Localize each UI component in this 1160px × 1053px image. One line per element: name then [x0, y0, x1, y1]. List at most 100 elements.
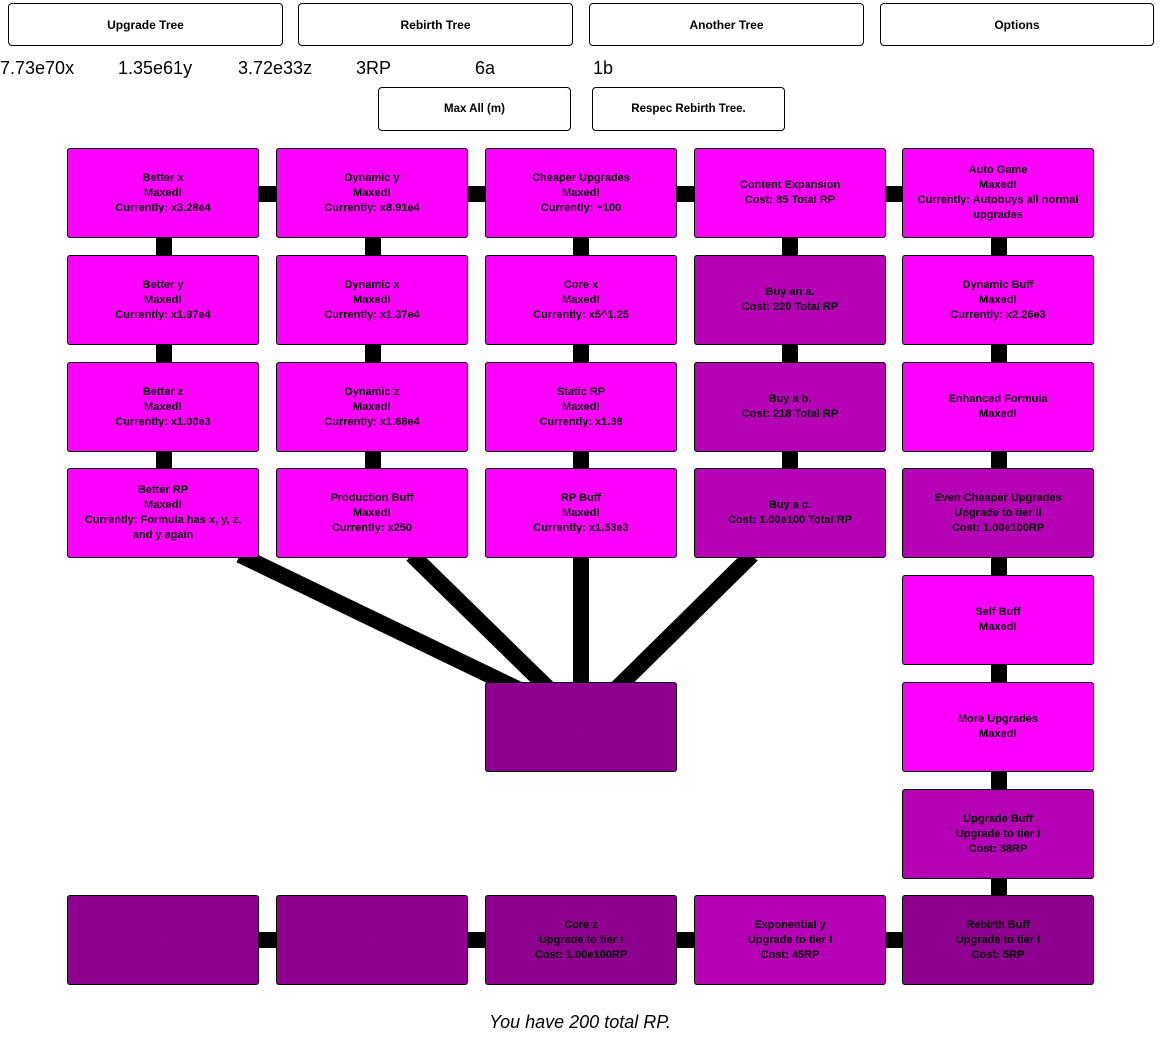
node-title: .	[579, 720, 583, 733]
node-better-x[interactable]: Better x Maxed! Currently: x3.28e4	[67, 148, 259, 238]
node-title: Better x	[142, 171, 184, 184]
node-core-z[interactable]: Core z Upgrade to tier I Cost: 1.00e100R…	[485, 895, 677, 985]
node-title: Rebirth Buff	[966, 918, 1030, 931]
node-info: Currently: x1.37e4	[324, 308, 420, 321]
node-title: Buy an a.	[765, 286, 815, 298]
node-info: Currently: x2.26e3	[950, 308, 1046, 321]
max-all-button[interactable]: Max All (m)	[378, 87, 571, 131]
node-more-upgrades[interactable]: More Upgrades Maxed!	[902, 682, 1094, 772]
tab-another-tree[interactable]: Another Tree	[589, 3, 864, 46]
node-dynamic-buff[interactable]: Dynamic Buff Maxed! Currently: x2.26e3	[902, 255, 1094, 345]
node-info: Currently: x8.91e4	[324, 201, 420, 214]
node-upgrade-buff[interactable]: Upgrade Buff Upgrade to tier I Cost: 38R…	[902, 789, 1094, 879]
stat-rp: 3RP	[356, 58, 392, 78]
node-status: Maxed!	[562, 186, 600, 199]
node-rebirth-buff[interactable]: Rebirth Buff Upgrade to tier I Cost: 5RP	[902, 895, 1094, 985]
stat-z: 3.72e33z	[238, 58, 313, 78]
node-status: Upgrade to tier I	[955, 933, 1041, 946]
node-title: Dynamic Buff	[962, 278, 1034, 291]
node-title: Even Cheaper Upgrades	[934, 491, 1062, 504]
node-buy-c[interactable]: Buy a c. Cost: 1.00e100 Total RP	[694, 468, 886, 558]
node-dynamic-x[interactable]: Dynamic x Maxed! Currently: x1.37e4	[276, 255, 468, 345]
node-dynamic-y[interactable]: Dynamic y Maxed! Currently: x8.91e4	[276, 148, 468, 238]
tab-options[interactable]: Options	[880, 3, 1154, 46]
node-exponential-y[interactable]: Exponential y Upgrade to tier I Cost: 45…	[694, 895, 886, 985]
node-status: Upgrade to tier II	[954, 506, 1042, 519]
node-better-rp[interactable]: Better RP Maxed! Currently: Formula has …	[67, 468, 259, 558]
node-buy-b[interactable]: Buy a b. Cost: 218 Total RP	[694, 362, 886, 452]
node-info: Cost: 45RP	[760, 948, 820, 961]
node-title: Upgrade Buff	[963, 812, 1033, 825]
node-info: Cost: 38RP	[968, 842, 1028, 855]
node-info: Currently: x1.38	[539, 415, 623, 428]
node-status: Maxed!	[144, 186, 182, 199]
node-status: Cost: 218 Total RP	[741, 408, 839, 420]
node-info: Currently: x1.68e4	[324, 415, 420, 428]
node-status: Upgrade to tier I	[955, 827, 1041, 840]
node-title: Better RP	[137, 484, 189, 496]
connector	[236, 547, 524, 698]
node-status: Cost: 1.00e100 Total RP	[728, 514, 852, 526]
node-info: Cost: 1.00e100RP	[534, 948, 628, 961]
node-info: Currently: x1.97e4	[115, 308, 211, 321]
node-status: Maxed!	[144, 293, 182, 306]
connector	[609, 549, 758, 696]
node-rp-buff[interactable]: RP Buff Maxed! Currently: x1.53e3	[485, 468, 677, 558]
connector	[406, 549, 556, 696]
respec-rebirth-tree-button[interactable]: Respec Rebirth Tree.	[592, 87, 785, 131]
node-info: Currently: x3.28e4	[115, 201, 211, 214]
node-self-buff[interactable]: Self Buff Maxed!	[902, 575, 1094, 665]
node-status: Maxed!	[979, 179, 1017, 191]
node-title: Buy a c.	[768, 499, 812, 511]
node-locked-center[interactable]: .	[485, 682, 677, 772]
node-title: .	[161, 933, 165, 946]
node-info: Currently: x1.53e3	[533, 521, 629, 534]
node-info: Cost: 5RP	[971, 948, 1025, 961]
node-static-rp[interactable]: Static RP Maxed! Currently: x1.38	[485, 362, 677, 452]
node-auto-game[interactable]: Auto Game Maxed! Currently: Autobuys all…	[902, 148, 1094, 238]
node-even-cheaper-upgrades[interactable]: Even Cheaper Upgrades Upgrade to tier II…	[902, 468, 1094, 558]
node-locked-bottom-1[interactable]: .	[67, 895, 259, 985]
node-status: Maxed!	[353, 400, 391, 413]
node-locked-bottom-2[interactable]: .	[276, 895, 468, 985]
node-buy-a[interactable]: Buy an a. Cost: 220 Total RP	[694, 255, 886, 345]
node-status: Cost: 220 Total RP	[741, 301, 839, 313]
node-info: Currently: x5^1.25	[533, 308, 629, 321]
node-title: More Upgrades	[957, 713, 1039, 725]
node-enhanced-formula[interactable]: Enhanced Formula Maxed!	[902, 362, 1094, 452]
node-dynamic-z[interactable]: Dynamic z Maxed! Currently: x1.68e4	[276, 362, 468, 452]
node-production-buff[interactable]: Production Buff Maxed! Currently: x250	[276, 468, 468, 558]
node-status: Maxed!	[562, 506, 600, 519]
total-rp-text: You have 200 total RP.	[489, 1012, 671, 1032]
node-title: Static RP	[556, 385, 606, 398]
tab-upgrade-tree[interactable]: Upgrade Tree	[8, 3, 283, 46]
node-title: Core z	[564, 918, 598, 931]
node-core-x[interactable]: Core x Maxed! Currently: x5^1.25	[485, 255, 677, 345]
node-better-y[interactable]: Better y Maxed! Currently: x1.97e4	[67, 255, 259, 345]
tab-rebirth-tree[interactable]: Rebirth Tree	[298, 3, 573, 46]
node-better-z[interactable]: Better z Maxed! Currently: x1.00e3	[67, 362, 259, 452]
stat-y: 1.35e61y	[118, 58, 193, 78]
node-title: Better y	[142, 278, 184, 291]
node-title: Enhanced Formula	[948, 393, 1048, 405]
node-title: Auto Game	[968, 164, 1028, 176]
node-status: Maxed!	[353, 186, 391, 199]
node-title: Cheaper Upgrades	[532, 171, 630, 184]
node-status: Maxed!	[979, 728, 1017, 740]
node-info: Currently: Formula has x, y, z, and y ag…	[84, 514, 242, 541]
node-content-expansion[interactable]: Content Expansion Cost: 85 Total RP	[694, 148, 886, 238]
node-title: Dynamic x	[344, 278, 400, 291]
node-title: Dynamic y	[344, 171, 400, 184]
node-info: Cost: 1.00e100RP	[951, 521, 1045, 534]
node-title: Better z	[142, 385, 184, 398]
node-title: .	[370, 933, 374, 946]
node-status: Maxed!	[144, 499, 182, 511]
node-cheaper-upgrades[interactable]: Cheaper Upgrades Maxed! Currently: +100	[485, 148, 677, 238]
node-status: Maxed!	[562, 293, 600, 306]
node-info: Currently: Autobuys all normal upgrades	[917, 194, 1079, 221]
node-title: Content Expansion	[739, 179, 841, 191]
node-status: Maxed!	[979, 408, 1017, 420]
node-info: Currently: x1.00e3	[115, 415, 211, 428]
node-info: Currently: +100	[540, 201, 622, 214]
